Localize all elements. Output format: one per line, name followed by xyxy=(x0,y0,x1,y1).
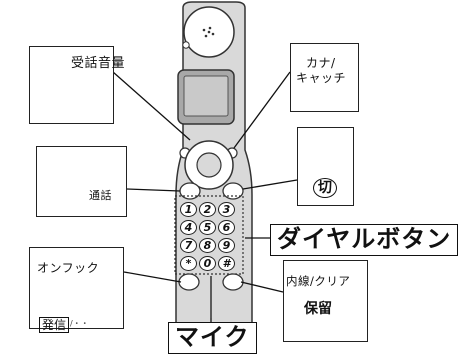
keypad-key-hash[interactable]: # xyxy=(218,256,235,271)
send-suffix: /・・ xyxy=(70,319,89,328)
intercom-callout xyxy=(283,260,368,342)
hold-key xyxy=(222,273,244,291)
onhook-label: オンフック xyxy=(37,261,100,275)
volume-label: 受話音量 xyxy=(71,56,126,71)
dial-buttons-label: ダイヤルボタン xyxy=(270,224,459,256)
off-label: 切 xyxy=(313,178,337,198)
mic-label: マイク xyxy=(168,322,257,354)
keypad-key-9[interactable]: 9 xyxy=(218,238,235,253)
keypad-key-6[interactable]: 6 xyxy=(218,220,235,235)
intercom-clear-label: 内線/クリア xyxy=(286,274,351,288)
keypad-key-star[interactable]: * xyxy=(180,256,197,271)
kana-catch-callout xyxy=(290,43,359,112)
volume-callout xyxy=(29,46,114,124)
onhook-key xyxy=(178,273,200,291)
keypad-key-7[interactable]: 7 xyxy=(180,238,197,253)
keypad-key-4[interactable]: 4 xyxy=(180,220,197,235)
kana-catch-label-1: カナ/ xyxy=(306,56,336,70)
onhook-callout xyxy=(29,247,124,329)
keypad-key-0[interactable]: 0 xyxy=(199,256,216,271)
keypad-key-2[interactable]: 2 xyxy=(199,202,216,217)
send-label: 発信 xyxy=(39,317,70,333)
off-key xyxy=(222,182,244,200)
hold-label: 保留 xyxy=(304,301,332,317)
kana-catch-label-2: キャッチ xyxy=(296,71,347,85)
talk-label: 通話 xyxy=(89,189,112,202)
keypad-frame xyxy=(174,195,244,275)
keypad-key-1[interactable]: 1 xyxy=(180,202,197,217)
keypad-key-3[interactable]: 3 xyxy=(218,202,235,217)
keypad-key-8[interactable]: 8 xyxy=(199,238,216,253)
talk-callout xyxy=(36,146,127,217)
keypad-key-5[interactable]: 5 xyxy=(199,220,216,235)
